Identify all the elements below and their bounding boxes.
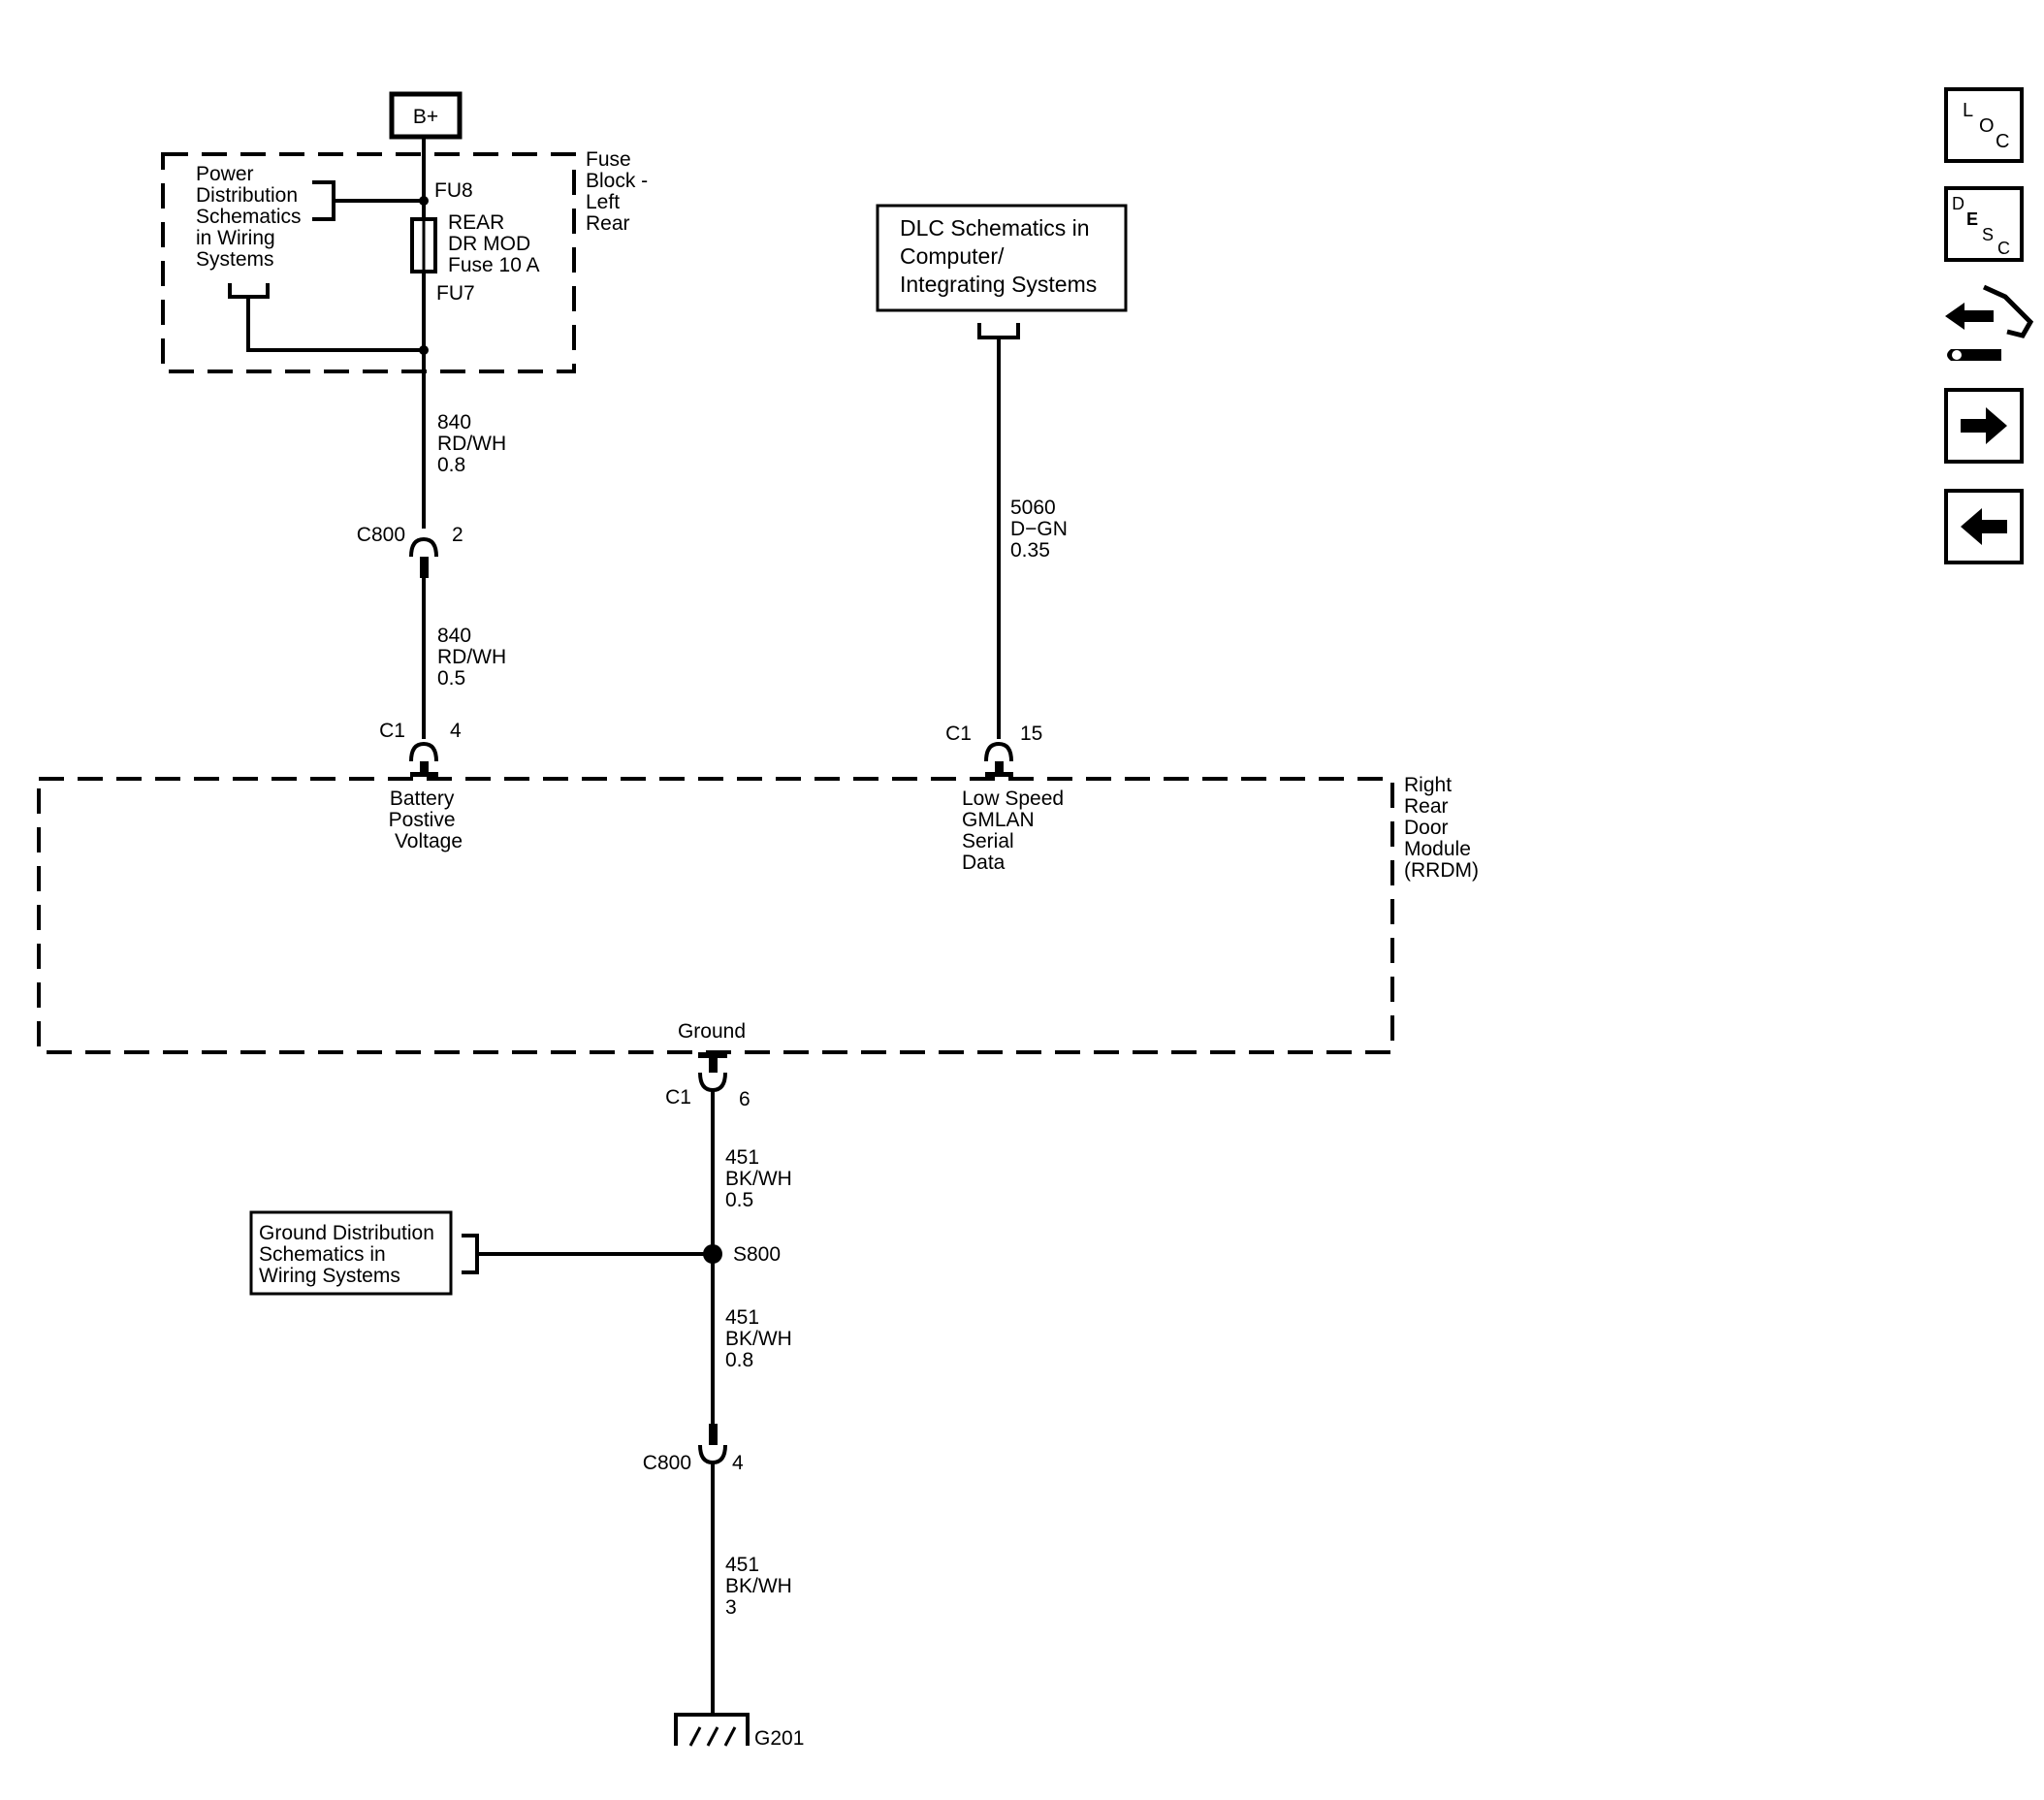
rrdm-module-outline [37,777,1394,1054]
ground-distribution-reference-text: Ground Distribution Schematics in Wiring… [259,1222,440,1287]
c800-bottom-name: C800 [643,1452,691,1474]
c800-top-name: C800 [357,524,405,546]
previous-arrow-icon [1961,508,2007,545]
connector-end-view-button[interactable] [1945,284,2034,361]
wire-451-upper-label: 451 BK/WH 0.5 [725,1146,798,1211]
ground-point-g201 [674,1713,750,1747]
fuse-terminal-top: FU8 [434,179,473,202]
splice-s800 [703,1244,722,1264]
wire-5060-label: 5060 D−GN 0.35 [1010,497,1073,562]
svg-text:S: S [1982,225,1994,244]
c800-top-pin: 2 [452,524,463,546]
fuse-block-label: Fuse Block - Left Rear [586,148,654,235]
wire-840-upper-label: 840 RD/WH 0.8 [437,411,512,476]
wire-451-lower-label: 451 BK/WH 3 [725,1554,798,1619]
c1-serial-name: C1 [945,723,972,745]
wire-840-lower-label: 840 RD/WH 0.5 [437,625,512,690]
svg-text:C: C [1996,131,2009,152]
c800-bottom-pin: 4 [732,1452,744,1474]
power-ref-bracket [312,180,335,221]
power-ref-bracket-bottom [228,283,270,299]
pin-battery-positive-voltage: Battery Postive Voltage [389,788,463,852]
fuse-name: REAR DR MOD Fuse 10 A [448,211,540,276]
location-icon: L [1963,100,1973,121]
ground-distribution-reference-box [249,1210,453,1296]
svg-text:E: E [1966,209,1978,229]
c1-serial-pin: 15 [1020,723,1042,745]
description-button[interactable]: D E S C [1944,186,2024,262]
source-label: B+ [413,106,438,128]
description-icon: D [1952,194,1964,213]
splice-label: S800 [733,1243,781,1266]
ground-ref-bracket [462,1234,479,1274]
dlc-bracket [977,323,1020,339]
c1-battery-pin: 4 [450,720,462,742]
pin-ground: Ground [678,1020,746,1043]
dlc-reference-text: DLC Schematics in Computer/ Integrating … [900,215,1097,297]
svg-text:O: O [1979,115,1995,137]
power-ref-lead-bottom [246,297,424,352]
connector-c800-pin-4 [698,1424,727,1465]
connector-end-view-icon [1945,284,2034,361]
connector-c800-pin-2 [409,536,438,578]
c1-ground-pin: 6 [739,1088,751,1110]
next-arrow-icon [1961,407,2007,444]
wire-451-middle-label: 451 BK/WH 0.8 [725,1306,798,1371]
c1-ground-name: C1 [665,1086,691,1109]
dlc-reference-box [876,204,1128,312]
fuse-block-outline [161,152,576,373]
connector-c1-pin-15 [984,741,1013,777]
fuse-terminal-bottom: FU7 [436,282,475,305]
connector-c1-pin-6 [698,1052,727,1093]
ground-point-label: G201 [754,1727,804,1750]
rrdm-module-name: Right Rear Door Module (RRDM) [1404,774,1479,882]
c1-battery-name: C1 [379,720,405,742]
location-button[interactable]: L O C [1944,87,2024,163]
connector-c1-pin-4 [409,741,438,777]
power-distribution-reference: Power Distribution Schematics in Wiring … [196,163,306,271]
battery-positive-source: B+ [389,91,463,140]
svg-text:C: C [1997,239,2010,258]
next-button[interactable] [1944,388,2024,464]
pin-low-speed-gmlan-serial-data: Low Speed GMLAN Serial Data [962,788,1070,874]
previous-button[interactable] [1944,489,2024,564]
